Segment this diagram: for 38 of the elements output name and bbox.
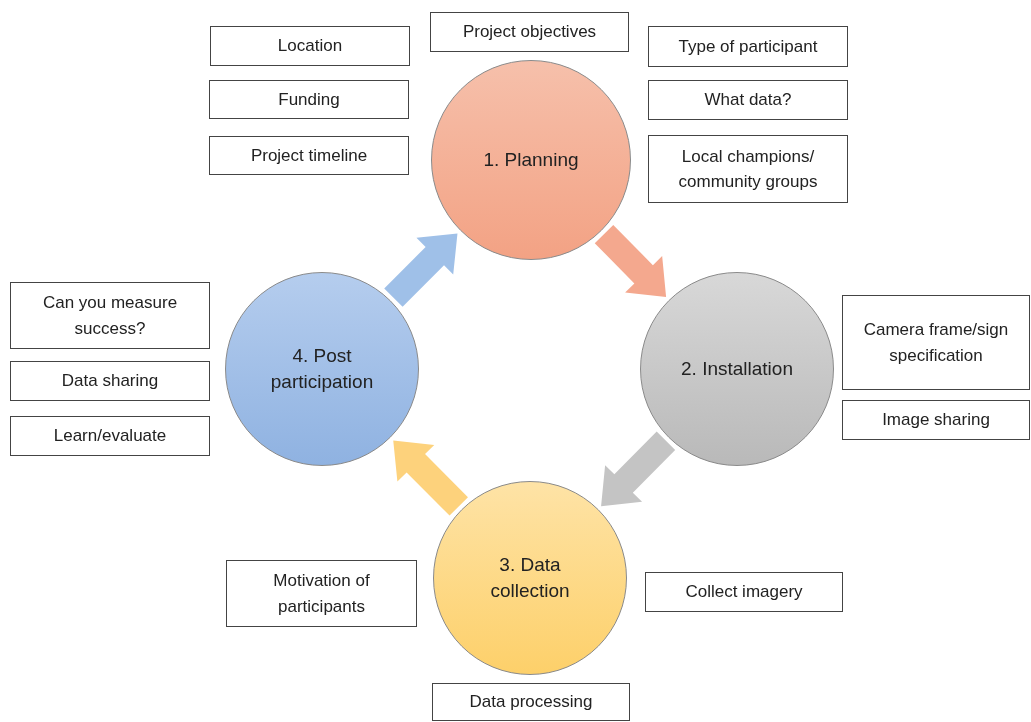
node-label: 1. Planning: [483, 148, 579, 173]
node-label: Can you measure success?: [41, 292, 179, 340]
task-box: [842, 295, 1030, 390]
node-label: Image sharing: [882, 409, 990, 432]
node-label: Camera frame/sign specification: [862, 319, 1010, 367]
task-box: [10, 361, 210, 401]
node-label: 3. Data collection: [489, 553, 571, 603]
node-label: What data?: [704, 89, 792, 112]
task-box: [842, 400, 1030, 440]
node-label: Motivation of participants: [272, 570, 371, 618]
task-box: [10, 416, 210, 456]
block-arrow: [393, 440, 468, 516]
task-box: [648, 80, 848, 120]
node-label: Collect imagery: [685, 581, 803, 604]
task-box: [430, 12, 629, 52]
node-label: Learn/evaluate: [53, 425, 167, 448]
task-box: [648, 26, 848, 67]
node-label: Project objectives: [462, 21, 597, 44]
block-arrow: [601, 431, 676, 507]
task-box: [645, 572, 843, 612]
block-arrow: [594, 224, 667, 298]
node-label: 2. Installation: [681, 357, 793, 382]
node-label: Funding: [278, 88, 340, 111]
task-box: [209, 80, 409, 119]
task-box: [648, 135, 848, 203]
task-box: [432, 683, 630, 721]
node-label: Local champions/ community groups: [677, 145, 819, 193]
node-label: Type of participant: [678, 35, 818, 58]
node-label: Data sharing: [61, 370, 159, 393]
task-box: [209, 136, 409, 175]
task-box: [210, 26, 410, 66]
node-label: Project timeline: [250, 144, 368, 167]
block-arrow: [384, 233, 458, 307]
node-label: Location: [277, 35, 343, 58]
node-label: 4. Post participation: [269, 344, 375, 394]
node-label: Data processing: [469, 691, 593, 714]
task-box: [10, 282, 210, 349]
task-box: [226, 560, 417, 627]
